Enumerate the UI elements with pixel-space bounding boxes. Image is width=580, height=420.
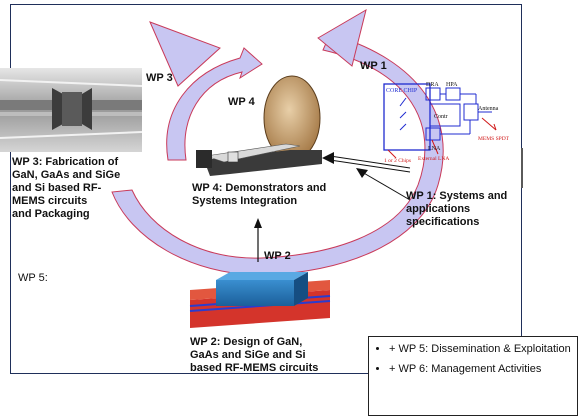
diagram-frame (10, 4, 522, 374)
schematic-mems-spdt: MEMS SPDT (478, 136, 510, 142)
cycle-arrowhead-top-left (149, 21, 221, 87)
wp2-chip-model (189, 272, 331, 328)
cycle-arrowhead-top-right (317, 8, 367, 67)
wp3-tag: WP 3 (146, 72, 173, 84)
wp3-caption: WP 3: Fabrication of GaN, GaAs and SiGe … (12, 156, 121, 220)
schematic-dra: DRA (426, 82, 439, 88)
legend-box: + WP 5: Dissemination & Exploitation + W… (368, 336, 578, 416)
wp1-schematic (383, 83, 497, 159)
schematic-external-lna: External LNA (418, 156, 449, 162)
edge-mark (521, 148, 523, 188)
schematic-control: Contr (434, 114, 448, 120)
wp4-caption: WP 4: Demonstrators and Systems Integrat… (192, 182, 327, 207)
schematic-core-chip: CORE CHIP (386, 88, 418, 94)
wp2-tag: WP 2 (264, 250, 291, 262)
wp3-micrograph (0, 68, 143, 152)
wp1-caption: WP 1: Systems and applications specifica… (406, 190, 508, 228)
connector-arrows (254, 152, 411, 262)
cycle-arrow (111, 8, 444, 276)
wp2-caption: WP 2: Design of GaN, GaAs and SiGe and S… (190, 336, 319, 374)
cycle-arrow-upper-body (166, 47, 263, 161)
wp5-tag: WP 5: (18, 272, 48, 284)
schematic-hpa: HPA (446, 82, 458, 88)
schematic-lna: LNA (428, 146, 441, 152)
wp4-demonstrator (196, 75, 322, 176)
wp1-tag: WP 1 (360, 60, 387, 72)
wp4-tag: WP 4 (228, 96, 255, 108)
schematic-chips: 1 or 2 Chips (384, 158, 411, 164)
legend-item-wp6: + WP 6: Management Activities (389, 361, 571, 377)
legend-item-wp5: + WP 5: Dissemination & Exploitation (389, 341, 571, 357)
cycle-arrow-lower-body (111, 33, 444, 276)
schematic-antenna: Antenna (478, 106, 499, 112)
